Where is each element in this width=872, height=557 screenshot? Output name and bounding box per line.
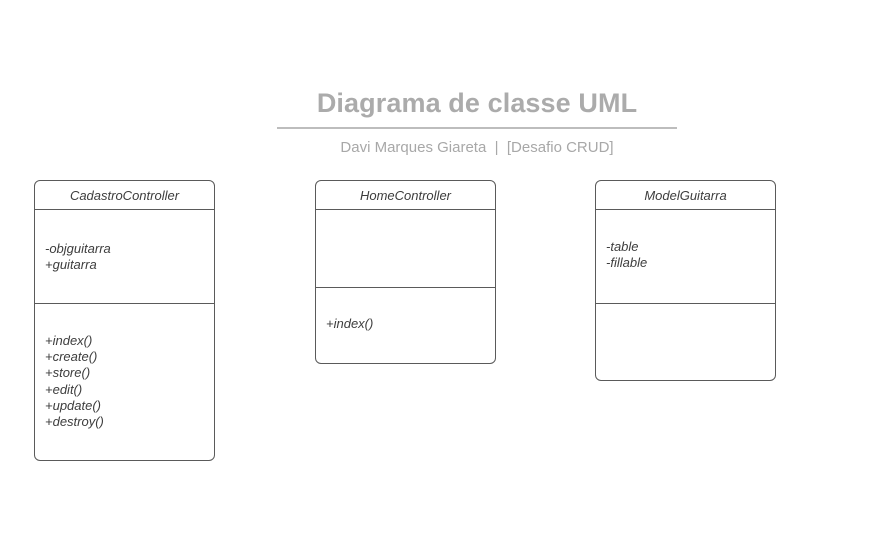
class-name: HomeController (316, 181, 495, 210)
class-name: ModelGuitarra (596, 181, 775, 210)
class-name: CadastroController (35, 181, 214, 210)
attribute-item: -table (606, 239, 639, 254)
methods-section: +index() +create() +store() +edit() +upd… (35, 333, 214, 430)
method-item: +destroy() (45, 414, 104, 430)
class-box-model-guitarra[interactable]: ModelGuitarra -table -fillable (595, 180, 776, 381)
class-box-home-controller[interactable]: HomeController +index() (315, 180, 496, 364)
attributes-section: -table -fillable (596, 239, 775, 271)
method-item: +update() (45, 397, 102, 413)
method-item: +edit() (45, 381, 83, 397)
diagram-title: Diagrama de classe UML (316, 88, 638, 118)
method-item: +create() (45, 349, 98, 365)
diagram-subtitle: Davi Marques Giareta | [Desafio CRUD] (340, 139, 614, 156)
title-underline (277, 127, 677, 129)
attributes-section: -objguitarra +guitarra (35, 241, 214, 273)
methods-section: +index() (316, 316, 495, 332)
method-item: +index() (326, 316, 374, 331)
method-item: +store() (45, 365, 91, 381)
section-divider (596, 303, 775, 304)
method-item: +index() (45, 333, 93, 348)
section-divider (35, 303, 214, 304)
attribute-item: -fillable (606, 255, 648, 271)
section-divider (316, 287, 495, 288)
attribute-item: +guitarra (45, 257, 97, 273)
class-box-cadastro-controller[interactable]: CadastroController -objguitarra +guitarr… (34, 180, 215, 461)
attribute-item: -objguitarra (45, 241, 111, 256)
